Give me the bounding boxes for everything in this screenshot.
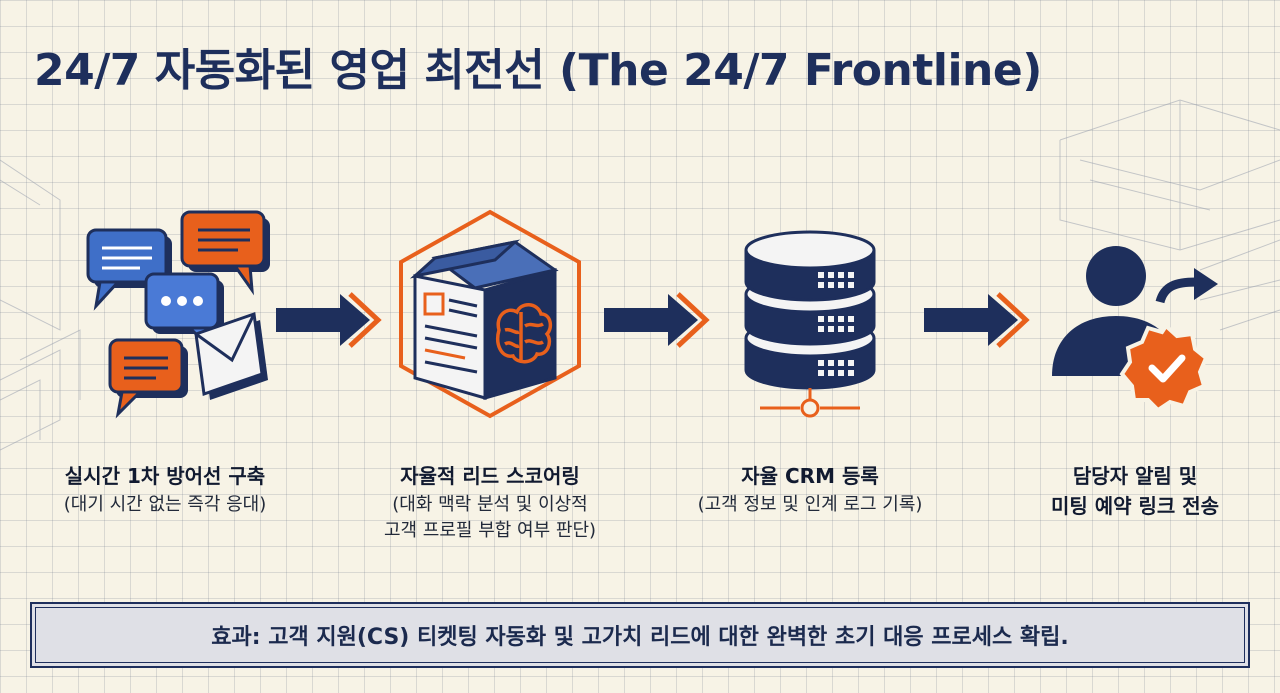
step-description: (대기 시간 없는 즉각 응대) <box>63 494 267 515</box>
arrow-right-icon <box>924 292 1030 348</box>
database-server-icon <box>744 230 876 418</box>
step-label: 자율 CRM 등록 <box>741 464 879 488</box>
page-title: 24/7 자동화된 영업 최전선 (The 24/7 Frontline) <box>34 45 1042 96</box>
effect-summary-text: 효과: 고객 지원(CS) 티켓팅 자동화 및 고가치 리드에 대한 완벽한 초… <box>211 625 1069 650</box>
step-description-line1: (대화 맥락 분석 및 이상적 <box>392 494 588 515</box>
step-label: 자율적 리드 스코어링 <box>400 464 580 488</box>
step-label-line2: 미팅 예약 링크 전송 <box>1050 494 1220 518</box>
step-lead-scoring: 자율적 리드 스코어링 (대화 맥락 분석 및 이상적 고객 프로필 부합 여부… <box>340 200 640 560</box>
step-description-line2: 고객 프로필 부합 여부 판단) <box>383 520 597 541</box>
step-crm-registration: 자율 CRM 등록 (고객 정보 및 인계 로그 기록) <box>670 200 950 540</box>
arrow-right-icon <box>604 292 710 348</box>
chat-bubbles-icon <box>86 210 270 419</box>
step-description: (고객 정보 및 인계 로그 기록) <box>697 494 923 515</box>
step-label: 실시간 1차 방어선 구축 <box>64 464 266 488</box>
effect-summary-box: 효과: 고객 지원(CS) 티켓팅 자동화 및 고가치 리드에 대한 완벽한 초… <box>30 602 1250 668</box>
step-realtime-defense: 실시간 1차 방어선 구축 (대기 시간 없는 즉각 응대) <box>20 200 310 540</box>
arrow-right-icon <box>276 292 382 348</box>
brain-cube-icon <box>399 209 581 419</box>
step-notify-and-booking: 담당자 알림 및 미팅 예약 링크 전송 <box>990 200 1280 540</box>
step-label-line1: 담당자 알림 및 <box>1072 464 1198 488</box>
user-verified-icon <box>1052 246 1218 410</box>
